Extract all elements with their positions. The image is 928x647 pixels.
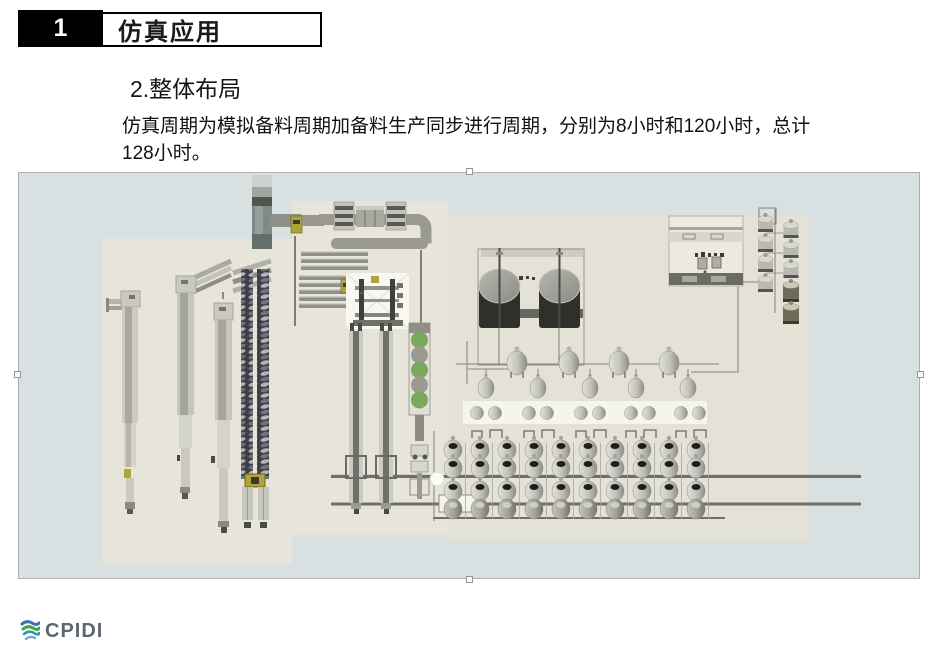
bowl-feeder-column [408,322,445,499]
simulation-layout-image[interactable] [14,168,924,583]
footer-logo: CPIDI [20,618,103,644]
slide-subtitle: 2.整体布局 [130,76,242,102]
vessel-grid [443,212,800,520]
section-number-box: 1 [18,10,103,47]
selection-handle-left[interactable] [14,371,21,378]
left-tower-a [106,290,141,514]
selection-handle-right[interactable] [917,371,924,378]
section-title: 仿真应用 [118,19,222,46]
inlet-chute [252,175,324,249]
storage-tanks [477,248,585,366]
selection-handle-top[interactable] [466,168,473,175]
screw-conveyors [232,258,272,528]
mixer-unit [345,272,410,330]
cpidi-logo-icon [20,620,40,641]
twin-rails [345,323,397,514]
body-text-line1: 仿真周期为模拟备料周期加备料生产同步进行周期，分别为8小时和120小时，总计 [122,116,811,137]
control-building [668,215,758,287]
tank-farm-brackets [471,429,707,438]
footer-logo-text: CPIDI [45,619,104,642]
left-tower-c [211,292,234,533]
section-number: 1 [53,14,68,42]
roller-conveyor-slats [299,251,368,308]
section-title-box: 仿真应用 [101,12,322,47]
selection-handle-bottom[interactable] [466,576,473,583]
left-tower-b [175,258,233,499]
top-pipe-assembly [294,201,432,326]
body-text-line2: 128小时。 [122,143,211,164]
simulation-layout-figure [19,173,919,578]
body-text: 仿真周期为模拟备料周期加备料生产同步进行周期，分别为8小时和120小时，总计 1… [122,113,897,167]
